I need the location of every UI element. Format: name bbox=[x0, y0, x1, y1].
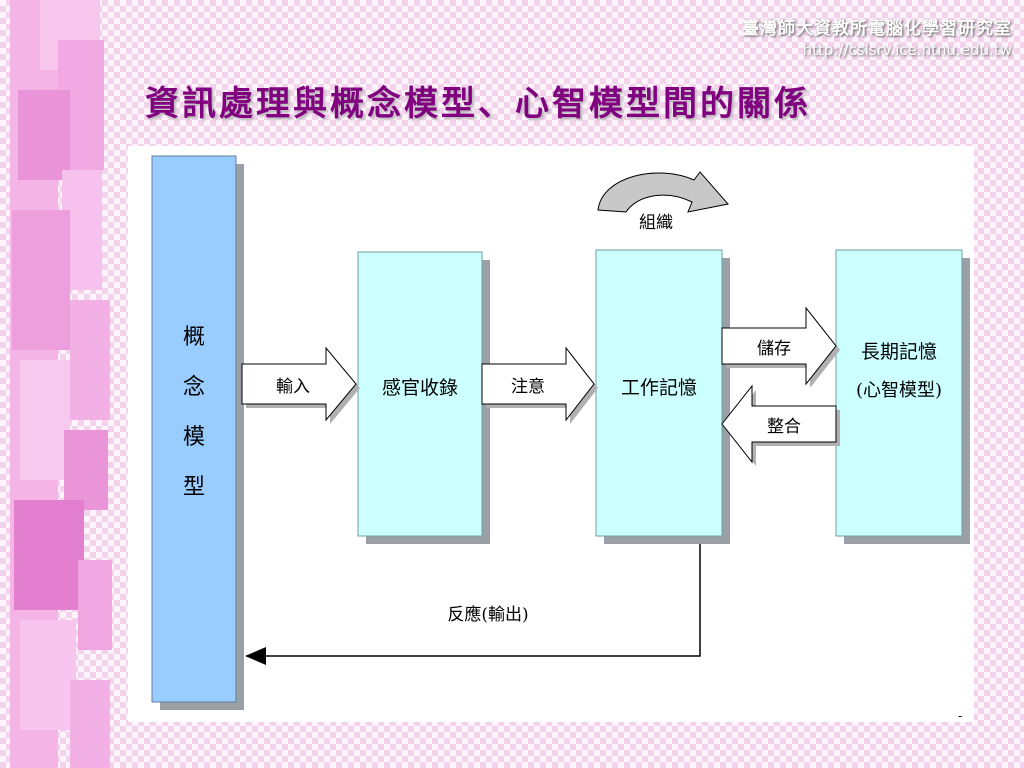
concept-char-2: 念 bbox=[183, 375, 205, 400]
concept-model-box: 概 念 模 型 bbox=[151, 155, 244, 710]
page-title: 資訊處理與概念模型、心智模型間的關係 bbox=[145, 84, 811, 124]
concept-char-3: 模 bbox=[183, 425, 205, 450]
attention-arrow-label: 注意 bbox=[511, 377, 545, 397]
working-memory-box: 工作記憶 bbox=[595, 249, 730, 544]
mental-model-label: (心智模型) bbox=[856, 380, 942, 401]
feedback-line: 反應(輸出) bbox=[245, 544, 701, 665]
input-arrow: 輸入 bbox=[241, 346, 360, 424]
sensory-register-box: 感官收錄 bbox=[357, 251, 490, 544]
concept-char-4: 型 bbox=[183, 475, 205, 500]
diagram-canvas: 概 念 模 型 感官收錄 工作記憶 長期記憶 (心智模型) 輸入 bbox=[151, 155, 970, 723]
storage-arrow: 儲存 bbox=[721, 306, 840, 388]
input-arrow-label: 輸入 bbox=[276, 377, 310, 397]
attention-arrow: 注意 bbox=[481, 346, 598, 424]
header-branding: 臺灣師大資教所電腦化學習研究室 http://cslsrv.ice.ntnu.e… bbox=[742, 14, 1012, 59]
lab-name: 臺灣師大資教所電腦化學習研究室 bbox=[742, 19, 1012, 39]
long-term-memory-label: 長期記憶 bbox=[861, 341, 937, 363]
lab-url: http://cslsrv.ice.ntnu.edu.tw bbox=[802, 41, 1012, 59]
sensory-register-label: 感官收錄 bbox=[382, 377, 458, 399]
diagram-panel: 概 念 模 型 感官收錄 工作記憶 長期記憶 (心智模型) 輸入 bbox=[128, 146, 974, 723]
integration-arrow: 整合 bbox=[721, 384, 840, 466]
storage-arrow-label: 儲存 bbox=[757, 339, 791, 359]
working-memory-label: 工作記憶 bbox=[621, 377, 697, 399]
long-term-memory-box: 長期記憶 (心智模型) bbox=[835, 249, 970, 544]
organize-loop-arrow: 組織 bbox=[597, 171, 729, 233]
page-marker: - bbox=[958, 709, 962, 722]
organize-label: 組織 bbox=[639, 213, 673, 233]
integration-arrow-label: 整合 bbox=[767, 417, 801, 437]
feedback-label: 反應(輸出) bbox=[447, 604, 528, 625]
decorative-ribbon bbox=[10, 0, 112, 768]
concept-char-1: 概 bbox=[183, 325, 205, 350]
